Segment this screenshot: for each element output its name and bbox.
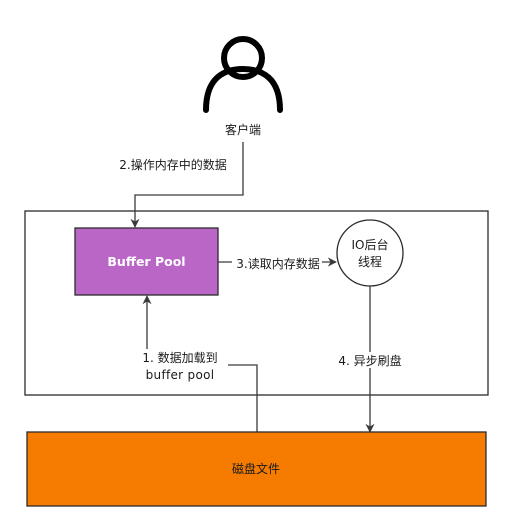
disk-file-box — [26, 431, 487, 507]
buffer-pool-label: Buffer Pool — [107, 254, 185, 269]
load-data-label-line1: 1. 数据加载到 — [142, 350, 217, 365]
disk-file-label: 磁盘文件 — [232, 461, 280, 476]
load-data-label-line2: buffer pool — [146, 368, 215, 382]
io-thread-label-line1: IO后台 — [352, 237, 389, 252]
async-flush-label: 4. 异步刷盘 — [338, 353, 401, 368]
user-icon — [203, 36, 283, 113]
load-data-label-bg — [136, 349, 228, 383]
read-memory-label: 3.读取内存数据 — [236, 256, 319, 271]
read-memory-label-bg — [232, 255, 322, 271]
io-thread-label-line2: 线程 — [358, 254, 382, 269]
async-flush-label-bg — [334, 352, 406, 368]
io-thread-circle — [336, 219, 404, 287]
operate-memory-arrow — [130, 142, 244, 228]
client-label: 客户端 — [225, 122, 261, 137]
buffer-pool-box — [74, 227, 219, 296]
operate-memory-label: 2.操作内存中的数据 — [119, 157, 226, 172]
